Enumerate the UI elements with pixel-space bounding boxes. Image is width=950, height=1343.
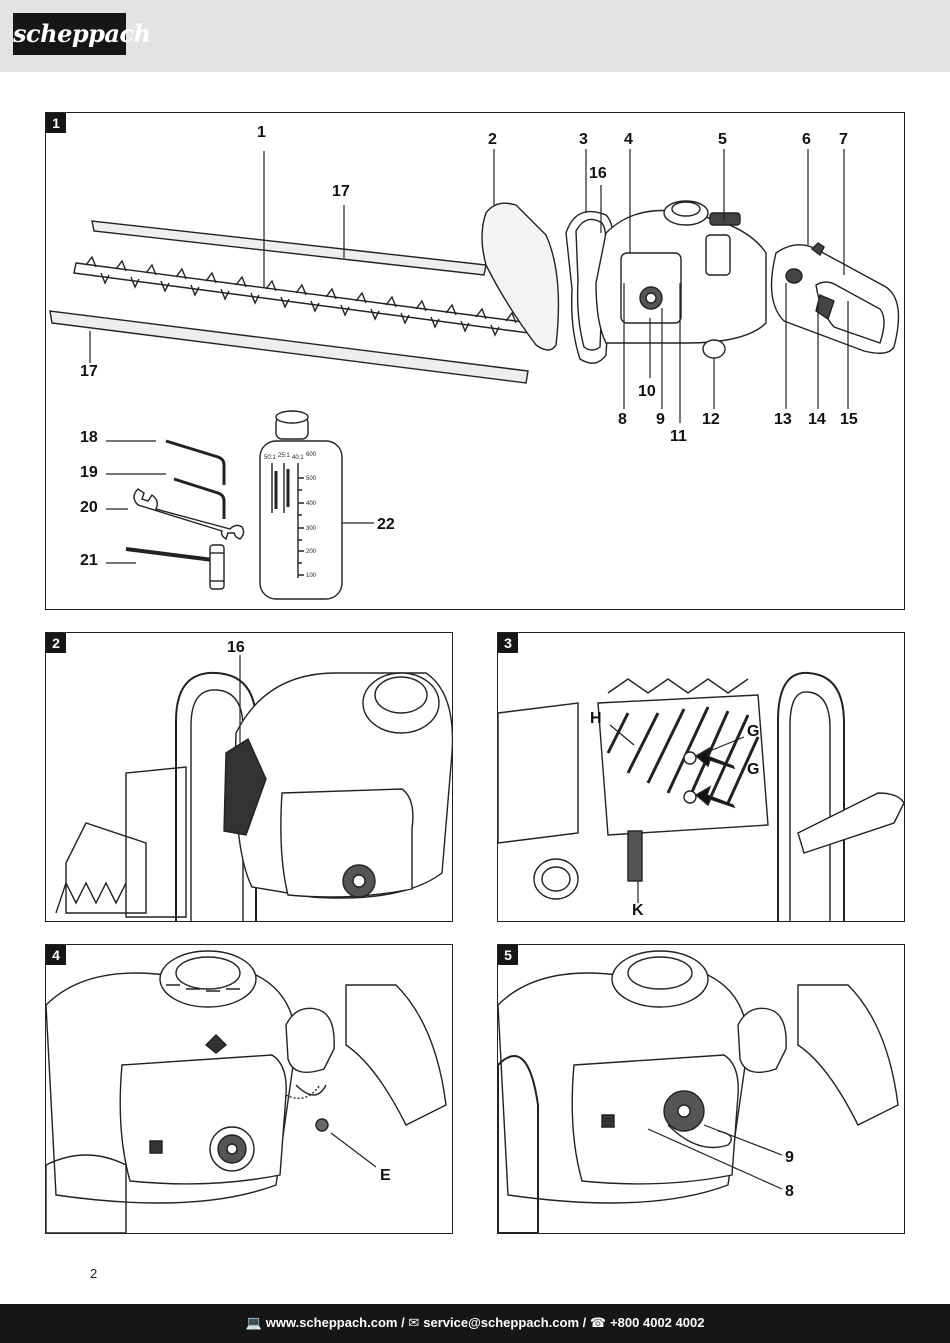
figure-1-overview: 1 [45, 112, 905, 610]
callout-1: 1 [257, 124, 266, 141]
callout-2: 2 [488, 131, 497, 148]
callout-13: 13 [774, 411, 792, 428]
figure-4-detail: 4 E [45, 944, 453, 1234]
callout-16: 16 [589, 165, 607, 182]
footer-bar: 💻www.scheppach.com / ✉service@scheppach.… [0, 1304, 950, 1343]
bottle-scale: 600 500 400 300 200 100 50:1 25:1 40:1 [264, 452, 317, 579]
callout-H: H [590, 710, 602, 727]
callout-22: 22 [377, 516, 395, 533]
footer-contacts: 💻www.scheppach.com / ✉service@scheppach.… [0, 1315, 950, 1331]
callout-3: 3 [579, 131, 588, 148]
scale-500: 500 [306, 476, 317, 482]
detail-drawing-3 [498, 671, 904, 921]
callout-5: 5 [718, 131, 727, 148]
callout-7: 7 [839, 131, 848, 148]
figure-number: 4 [46, 945, 66, 965]
callout-16: 16 [227, 639, 245, 656]
figure-5-detail: 5 9 8 [497, 944, 905, 1234]
scale-200: 200 [306, 549, 317, 555]
callout-G-lower: G [747, 761, 760, 778]
hedge-trimmer-drawing: 600 500 400 300 200 100 50:1 25:1 40:1 [49, 149, 900, 600]
callout-10: 10 [638, 383, 656, 400]
phone-icon: ☎ [589, 1315, 607, 1330]
callout-11: 11 [670, 428, 687, 445]
figure-3-detail: 3 H G G K [497, 632, 905, 922]
brand-logo: scheppach [13, 13, 151, 55]
callout-K: K [632, 902, 644, 919]
page-number: 2 [90, 1266, 98, 1281]
callout-17-bottom: 17 [80, 363, 98, 380]
callout-14: 14 [808, 411, 826, 428]
callout-4: 4 [624, 131, 633, 148]
detail-drawing-4 [46, 950, 447, 1233]
computer-icon: 💻 [245, 1315, 262, 1330]
callout-G-upper: G [747, 723, 760, 740]
callout-E: E [380, 1167, 391, 1184]
callout-6: 6 [802, 131, 811, 148]
footer-separator: / [582, 1315, 587, 1330]
figure-number: 2 [46, 633, 66, 653]
callout-18: 18 [80, 429, 98, 446]
scale-300: 300 [306, 526, 317, 532]
header-band: scheppach [0, 0, 950, 72]
ratio-50: 50:1 [264, 455, 276, 461]
callout-9: 9 [785, 1149, 794, 1166]
footer-website[interactable]: www.scheppach.com [265, 1315, 398, 1330]
figure-number: 3 [498, 633, 518, 653]
scale-100: 100 [306, 573, 317, 579]
footer-phone[interactable]: +800 4002 4002 [610, 1315, 705, 1330]
callout-17-top: 17 [332, 183, 350, 200]
figure-number: 5 [498, 945, 518, 965]
footer-email[interactable]: service@scheppach.com [423, 1315, 580, 1330]
callout-19: 19 [80, 464, 98, 481]
figure-2-detail: 2 16 [45, 632, 453, 922]
callout-12: 12 [702, 411, 720, 428]
footer-separator: / [401, 1315, 405, 1330]
detail-drawing-2 [55, 655, 452, 921]
callout-21: 21 [80, 552, 98, 569]
callout-8: 8 [785, 1183, 794, 1200]
ratio-40: 40:1 [292, 455, 304, 461]
figure-number: 1 [46, 113, 66, 133]
callout-8: 8 [618, 411, 627, 428]
ratio-25: 25:1 [278, 453, 290, 459]
detail-drawing-5 [498, 950, 899, 1233]
callout-20: 20 [80, 499, 98, 516]
scale-600: 600 [306, 452, 317, 458]
mail-icon: ✉ [408, 1315, 420, 1330]
scale-400: 400 [306, 501, 317, 507]
callout-15: 15 [840, 411, 858, 428]
callout-9: 9 [656, 411, 665, 428]
